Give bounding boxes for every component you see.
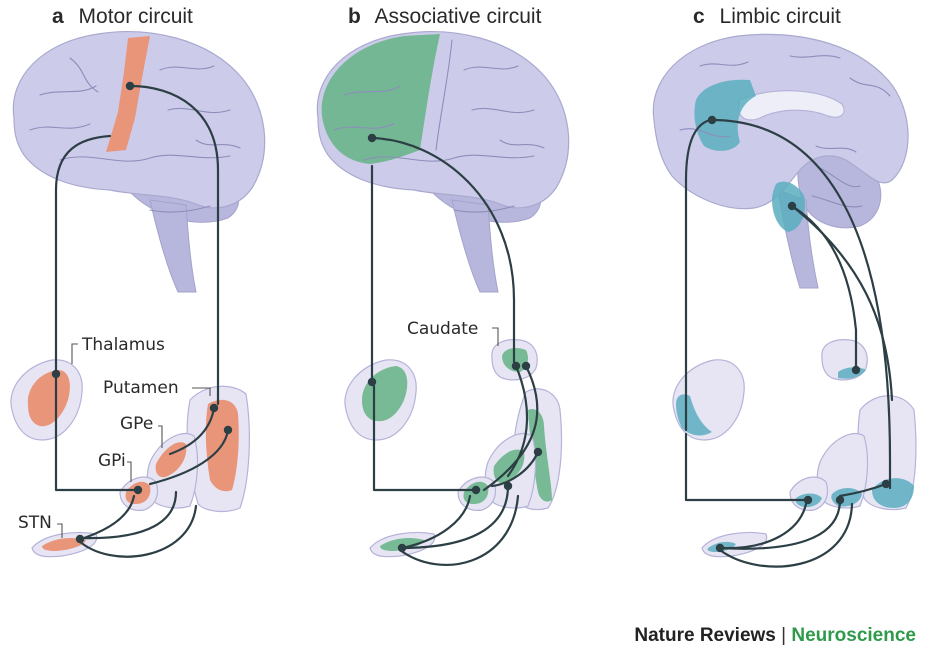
panel-associative: b Associative circuit (316, 5, 570, 566)
section-name: Neuroscience (791, 625, 916, 646)
gpe-b-assoc-region (493, 449, 525, 484)
panel-c-letter: c (693, 5, 705, 28)
stn-to-gpi-c (718, 502, 808, 550)
thalamus-to-motor-cortex (54, 134, 112, 376)
leader-thalamus (71, 343, 78, 364)
stn-to-gpi (76, 494, 136, 542)
panel-b-title-text: Associative circuit (375, 5, 542, 28)
motor-cortex-strip (106, 36, 150, 152)
node-gpi-c (803, 495, 813, 505)
stn-loop-b (398, 494, 520, 566)
striatum-to-gp-c (838, 482, 888, 498)
label-stn: STN (18, 513, 52, 533)
leader-gpi (127, 461, 132, 482)
node-motor-cortex (125, 81, 135, 91)
publisher-footer: Nature Reviews | Neuroscience (634, 625, 916, 647)
node-orbitofrontal (787, 201, 797, 211)
stn-a-motor-region (42, 538, 86, 551)
brainstem-b (451, 199, 499, 293)
gpi-to-thalamus-c (684, 432, 810, 502)
putamen-to-gpi (148, 428, 230, 486)
node-gpi-a (133, 485, 143, 495)
panel-a-title-text: Motor circuit (79, 5, 194, 28)
label-putamen: Putamen (103, 378, 179, 398)
prefrontal-to-caudate (370, 136, 516, 364)
brain-lateral-a (12, 31, 266, 293)
node-putamen-b (533, 447, 543, 457)
brain-medial-c (652, 33, 909, 289)
putamen-to-gpe (168, 406, 216, 456)
node-putamen-a-2 (223, 425, 233, 435)
panel-c-title-text: Limbic circuit (720, 5, 842, 28)
label-gpi: GPi (98, 451, 126, 471)
gpe-to-stn (78, 490, 178, 540)
leader-putamen (192, 387, 211, 396)
thalamus-to-cingulate (684, 118, 712, 432)
node-prefrontal (367, 133, 377, 143)
label-caudate: Caudate (407, 319, 478, 339)
cingulate-to-ventral-striatum (710, 118, 892, 490)
node-gpe-c (835, 495, 845, 505)
thalamus-a-motor-region (27, 370, 70, 427)
cerebrum-medial-c (652, 33, 909, 210)
prefrontal-cortex-region (321, 34, 440, 164)
leader-caudate (492, 327, 499, 346)
footer-separator: | (781, 625, 787, 646)
node-thalamus-a (51, 369, 61, 379)
gpe-to-stn-b (398, 484, 510, 550)
brainstem-a (149, 199, 197, 293)
node-gpi-b (471, 485, 481, 495)
corpus-callosum (737, 90, 845, 121)
node-stn-c (715, 543, 725, 553)
journal-name: Nature Reviews (634, 625, 776, 646)
stn-to-gpi-b (400, 494, 472, 550)
node-caudate-c (851, 365, 861, 375)
putamen-to-gpi-b (490, 450, 540, 488)
leader-gpe (158, 425, 163, 448)
panel-motor: a Motor circuit (10, 5, 266, 558)
orbitofrontal-to-putamen-c (790, 204, 894, 402)
node-caudate-1 (511, 361, 521, 371)
node-stn-a (75, 534, 85, 544)
stn-to-gpe-loop (76, 504, 198, 558)
node-putamen-c (881, 479, 891, 489)
node-gpe-b (503, 481, 513, 491)
anterior-cingulate-region (694, 79, 756, 151)
gpi-to-thalamus-b (372, 384, 478, 492)
panel-a-letter: a (52, 5, 64, 28)
node-putamen-a-1 (209, 403, 219, 413)
panel-b-title: b Associative circuit (348, 5, 542, 28)
caudate-to-gpi-b (482, 364, 539, 492)
gpi-to-thalamus (54, 376, 140, 492)
label-gpe: GPe (120, 414, 153, 434)
caudate-to-gpe-b (506, 364, 529, 478)
stn-loop-c (718, 502, 854, 568)
panel-limbic: c Limbic circuit (652, 5, 917, 568)
node-caudate-2 (521, 361, 531, 371)
panel-a-title: a Motor circuit (52, 5, 193, 28)
motor-cortex-to-putamen (128, 84, 220, 406)
node-thalamus-b (367, 377, 377, 387)
leader-stn (57, 523, 63, 538)
label-thalamus: Thalamus (81, 335, 165, 355)
panel-c-title: c Limbic circuit (693, 5, 841, 28)
node-stn-b (397, 543, 407, 553)
gpe-to-stn-c (718, 498, 842, 550)
node-cingulate (707, 115, 717, 125)
cerebrum-a (12, 31, 266, 209)
panel-b-letter: b (348, 5, 361, 28)
